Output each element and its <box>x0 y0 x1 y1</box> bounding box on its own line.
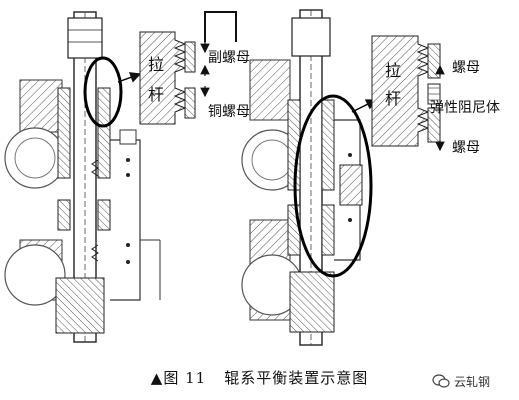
wechat-icon <box>432 374 450 388</box>
left-highlight-ellipse <box>83 56 123 128</box>
left-nut-top-label: 副螺母 <box>208 50 250 66</box>
caption-marker: ▲ <box>150 369 164 387</box>
left-assembly <box>4 11 161 343</box>
logo-text: 云轧钢 <box>454 374 491 389</box>
watermark-logo: 云轧钢 <box>432 371 490 391</box>
left-rod-label-top: 拉 <box>148 55 164 74</box>
caption-title: 辊系平衡装置示意图 <box>224 369 369 387</box>
right-damper-label: 弹性阻尼体 <box>430 100 500 116</box>
right-detail: 拉 杆 螺母 弹性阻尼体 螺母 <box>371 35 500 156</box>
right-rod-label-top: 拉 <box>385 61 401 80</box>
caption-figure-number: 图 11 <box>163 369 207 387</box>
right-highlight-ellipse <box>293 94 373 278</box>
figure-caption: ▲图 11 辊系平衡装置示意图 <box>0 367 519 388</box>
left-nut-bottom-label: 铜螺母 <box>208 104 250 120</box>
right-nut-bottom-label: 螺母 <box>452 140 480 156</box>
right-rod-label-bottom: 杆 <box>385 89 401 108</box>
left-rod-label-bottom: 杆 <box>148 85 164 104</box>
right-assembly <box>241 9 378 346</box>
right-nut-top-label: 螺母 <box>452 60 480 76</box>
left-pointer-arrow <box>117 72 142 83</box>
left-detail: 拉 杆 副螺母 铜螺母 <box>139 11 250 125</box>
